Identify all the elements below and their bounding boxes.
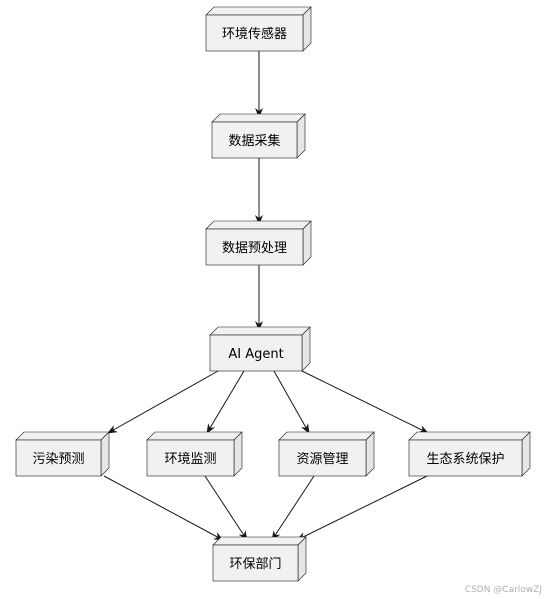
node-box-front (209, 334, 303, 372)
edge-ai-agent-to-resource-mgmt (273, 370, 310, 434)
node-env-sensor: 环境传感器 (205, 6, 312, 52)
node-box-front (212, 544, 299, 582)
node-box-side (100, 431, 110, 477)
node-pollution-predict: 污染预测 (15, 431, 110, 477)
node-box-top (15, 431, 110, 441)
node-box-front (211, 121, 298, 159)
edge-ai-agent-to-pollution-predict (107, 370, 219, 434)
node-box-front (278, 439, 367, 477)
node-label: 数据采集 (228, 133, 280, 149)
node-box-side (301, 326, 311, 372)
node-box-top (212, 536, 307, 546)
node-data-collect: 数据采集 (211, 113, 306, 159)
edge-pollution-predict-to-env-dept (103, 475, 224, 541)
node-label: AI Agent (228, 347, 283, 362)
node-label: 环保部门 (229, 557, 281, 572)
node-box-side (296, 113, 306, 159)
node-box-front (205, 14, 304, 52)
node-box-side (233, 431, 243, 477)
edge-resource-mgmt-to-env-dept (271, 475, 315, 541)
node-label: 污染预测 (32, 452, 84, 467)
node-box-side (302, 6, 312, 52)
edge-eco-protect-to-env-dept (296, 475, 428, 541)
node-box-side (521, 431, 531, 477)
node-env-monitor: 环境监测 (146, 431, 243, 477)
node-box-front (146, 439, 235, 477)
node-box-top (209, 326, 311, 336)
watermark: CSDN @CarlowZJ (464, 585, 542, 595)
node-label: 环境传感器 (222, 26, 287, 42)
edge-env-monitor-to-env-dept (204, 475, 248, 541)
node-box-side (365, 431, 375, 477)
edge-ai-agent-to-eco-protect (301, 370, 429, 434)
node-box-side (302, 220, 312, 266)
node-box-side (297, 536, 307, 582)
node-ai-agent: AI Agent (209, 326, 311, 372)
node-box-top (205, 220, 312, 230)
node-label: 数据预处理 (222, 241, 287, 256)
edge-ai-agent-to-env-monitor (206, 370, 245, 434)
node-box-front (205, 228, 304, 266)
node-box-front (408, 439, 523, 477)
node-env-dept: 环保部门 (212, 536, 307, 582)
node-label: 资源管理 (296, 452, 348, 467)
node-box-front (15, 439, 102, 477)
node-box-top (278, 431, 375, 441)
node-box-top (205, 6, 312, 16)
node-eco-protect: 生态系统保护 (408, 431, 531, 477)
node-resource-mgmt: 资源管理 (278, 431, 375, 477)
node-box-top (146, 431, 243, 441)
node-box-top (211, 113, 306, 123)
node-data-preprocess: 数据预处理 (205, 220, 312, 266)
node-box-top (408, 431, 531, 441)
node-label: 环境监测 (164, 452, 216, 467)
node-label: 生态系统保护 (426, 452, 504, 467)
